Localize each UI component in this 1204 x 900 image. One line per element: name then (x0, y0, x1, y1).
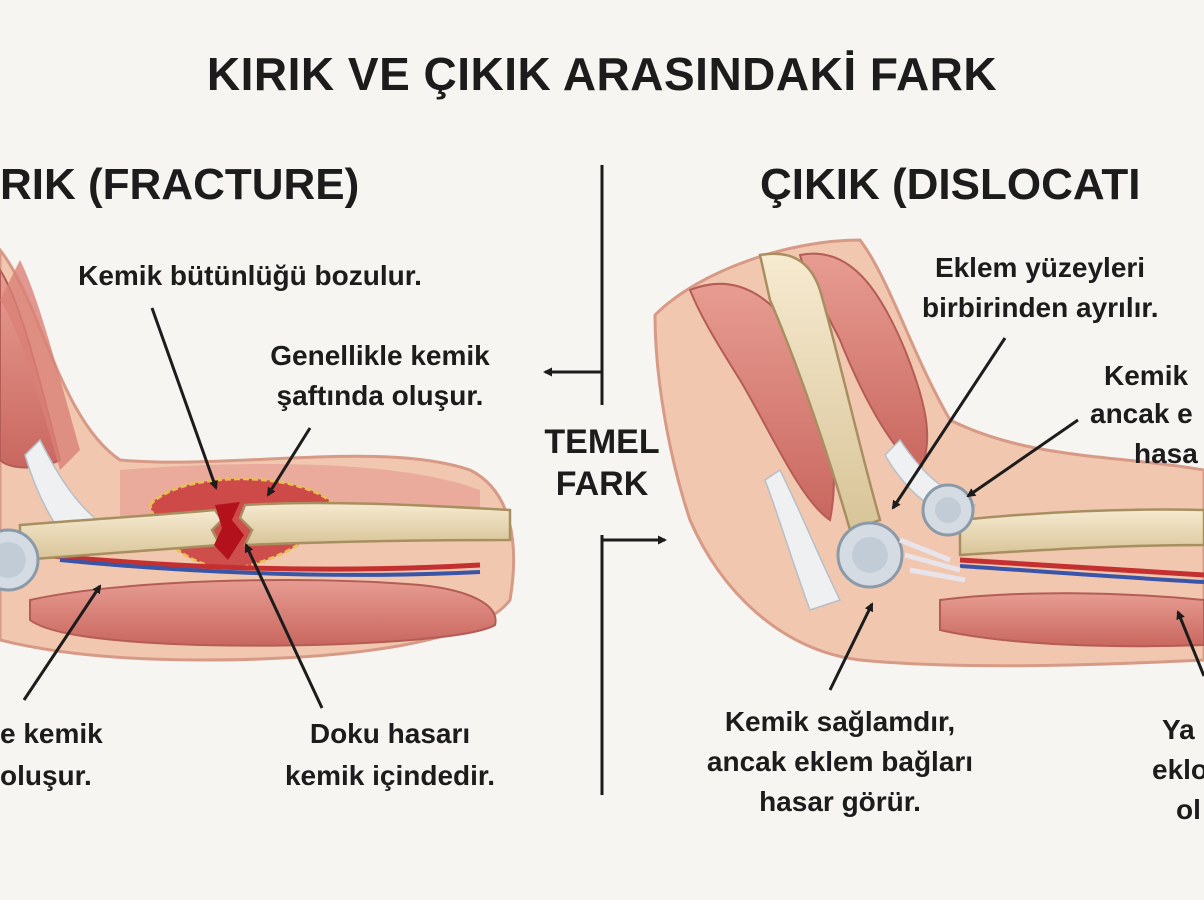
dislocation-heading: ÇIKIK (DISLOCATI (760, 160, 1141, 209)
fracture-upper-muscle-2 (0, 260, 80, 470)
fracture-gap (214, 502, 244, 560)
pointer-arrow-icon (828, 602, 874, 691)
label-bone-solid-line3: hasar görür. (759, 786, 921, 817)
dislocation-humerus (758, 252, 882, 532)
label-bone-solid-line2: ancak eklem bağları (706, 746, 974, 777)
pointer-arrow-icon (22, 584, 102, 701)
center-label-line2: FARK (555, 465, 649, 503)
dislocation-tendon-a (764, 468, 842, 611)
label-shaft-line1: Genellikle kemik (270, 340, 490, 371)
fracture-vein (59, 558, 481, 577)
fracture-bone-left (18, 508, 224, 562)
label-partial-bottom-line2: eklo (1152, 754, 1204, 785)
pointer-arrow-icon (891, 337, 1007, 510)
center-divider (543, 165, 667, 795)
label-tissue-damage-line2: kemik içindedir. (284, 760, 496, 791)
pointer-arrow-icon (1176, 610, 1204, 677)
dislocation-ligaments (899, 537, 966, 583)
label-partial-left-line2: oluşur. (0, 760, 92, 791)
label-shaft-line2: şaftında oluşur. (276, 380, 484, 411)
label-tissue-damage-line1: Doku hasarı (309, 718, 471, 749)
label-partial-right-line3: hasa (1134, 438, 1198, 469)
pointer-arrows (22, 307, 1204, 709)
fracture-forearm-muscle (29, 579, 497, 647)
dislocation-forearm-bone (958, 508, 1204, 557)
dislocation-artery (959, 557, 1204, 578)
label-bone-integrity: Kemik bütünlüğü bozulur. (78, 260, 422, 291)
label-joint-surfaces-line2: birbirinden ayrılır. (922, 292, 1159, 323)
dislocation-forearm-muscle (939, 592, 1204, 648)
dislocation-vein (959, 564, 1204, 584)
fracture-arm-illustration (0, 247, 516, 662)
pointer-arrow-icon (266, 427, 312, 497)
label-partial-left-line1: e kemik (0, 718, 103, 749)
label-partial-bottom-line1: Ya (1162, 714, 1195, 745)
label-partial-right-line2: ancak e (1090, 398, 1193, 429)
page-title: KIRIK VE ÇIKIK ARASINDAKİ FARK (206, 48, 998, 100)
pointer-arrow-icon (150, 307, 218, 490)
label-bone-solid-line1: Kemik sağlamdır, (724, 706, 956, 737)
label-partial-bottom-line3: ol (1176, 794, 1201, 825)
pointer-arrow-icon (244, 543, 324, 709)
pointer-arrow-icon (966, 418, 1079, 498)
fracture-heading: RIK (FRACTURE) (0, 160, 360, 209)
label-joint-surfaces-line1: Eklem yüzeyleri (934, 252, 1146, 283)
label-partial-right-line1: Kemik (1104, 360, 1189, 391)
fracture-bone-right (238, 501, 512, 547)
center-label-line1: TEMEL (544, 423, 660, 461)
fracture-artery (39, 552, 481, 572)
